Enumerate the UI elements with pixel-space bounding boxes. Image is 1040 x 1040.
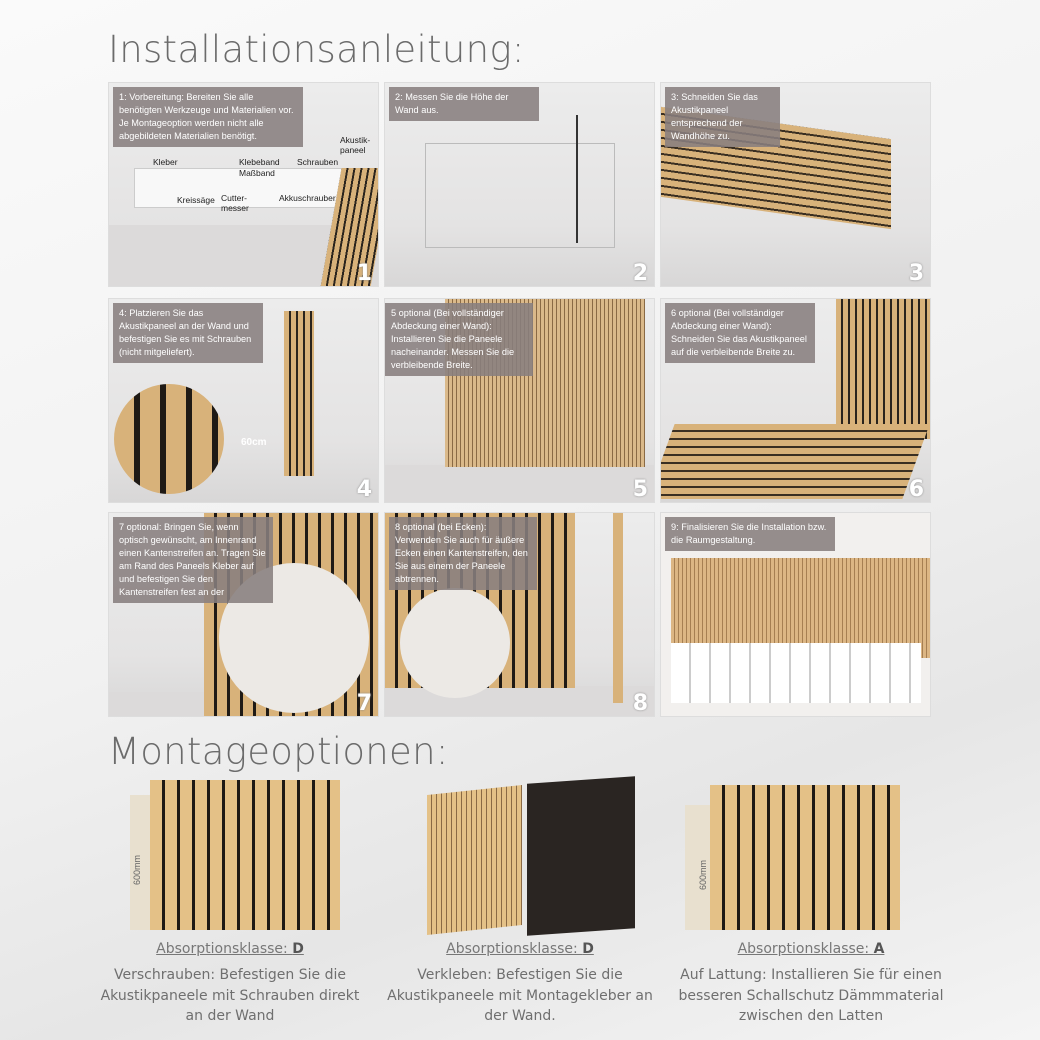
step-9-panel: 9: Finalisieren Sie die Installation bzw… <box>660 512 931 717</box>
class-label: Absorptionsklasse: <box>737 941 874 957</box>
dining-table <box>671 643 921 703</box>
class-value: A <box>873 941 885 957</box>
option-2-class: Absorptionsklasse: D <box>370 941 670 957</box>
step-5-panel: 5 optional (Bei vollständiger Abdeckung … <box>384 298 655 503</box>
step-caption: 6 optional (Bei vollständiger Abdeckung … <box>665 303 815 363</box>
detail-circle <box>400 588 510 698</box>
adhesive-back <box>527 776 635 936</box>
measure-label: 600mm <box>132 854 143 886</box>
label-cuttermesser: Cutter-messer <box>221 193 249 213</box>
step-number: 3 <box>908 261 924 286</box>
step-caption: 4: Platzieren Sie das Akustikpaneel an d… <box>113 303 263 363</box>
step-2-panel: 2: Messen Sie die Höhe der Wand aus. 2 <box>384 82 655 287</box>
label-klebeband: Klebeband <box>239 157 280 167</box>
label-kleber: Kleber <box>153 157 178 167</box>
panel-on-floor <box>661 424 930 499</box>
label-kreissaege: Kreissäge <box>177 195 215 205</box>
option-2-desc: Verkleben: Befestigen Sie die Akustikpan… <box>387 967 653 1024</box>
option-screw-image: 600mm <box>120 775 340 933</box>
class-value: D <box>582 941 594 957</box>
measure-label: 600mm <box>698 859 709 891</box>
class-value: D <box>292 941 304 957</box>
step-caption: 9: Finalisieren Sie die Installation bzw… <box>665 517 835 551</box>
option-glue-image <box>405 775 635 936</box>
step-6-panel: 6 optional (Bei vollständiger Abdeckung … <box>660 298 931 503</box>
step-caption: 7 optional: Bringen Sie, wenn optisch ge… <box>113 517 273 603</box>
step-number: 8 <box>632 691 648 716</box>
step-4-panel: 60cm 4: Platzieren Sie das Akustikpaneel… <box>108 298 379 503</box>
step-number: 5 <box>632 477 648 502</box>
step-caption: 5 optional (Bei vollständiger Abdeckung … <box>385 303 533 376</box>
option-battens-image: 600mm <box>680 775 900 933</box>
installed-panels <box>836 299 930 439</box>
step-number: 2 <box>632 261 648 286</box>
height-arrow <box>576 115 578 243</box>
step-7-panel: 7 optional: Bringen Sie, wenn optisch ge… <box>108 512 379 717</box>
step-8-panel: 8 optional (bei Ecken): Verwenden Sie au… <box>384 512 655 717</box>
step-caption: 2: Messen Sie die Höhe der Wand aus. <box>389 87 539 121</box>
detail-circle <box>114 384 224 494</box>
options-title: Montageoptionen: <box>108 730 449 773</box>
option-1-class: Absorptionsklasse: D <box>80 941 380 957</box>
label-schrauben: Schrauben <box>297 157 339 167</box>
acoustic-panel-image <box>284 311 314 476</box>
step-3-panel: 3: Schneiden Sie das Akustikpaneel entsp… <box>660 82 931 287</box>
class-label: Absorptionsklasse: <box>156 941 293 957</box>
option-3-desc: Auf Lattung: Installieren Sie für einen … <box>678 967 944 1024</box>
page-title: Installationsanleitung: <box>108 28 525 71</box>
option-3-class: Absorptionsklasse: A <box>661 941 961 957</box>
wall-outline <box>425 143 615 248</box>
step-number: 6 <box>908 477 924 502</box>
step-number: 4 <box>356 477 372 502</box>
label-akustikpaneel: Akustik-paneel <box>340 135 371 155</box>
step-1-panel: 1: Vorbereitung: Bereiten Sie alle benöt… <box>108 82 379 287</box>
step-caption: 3: Schneiden Sie das Akustikpaneel entsp… <box>665 87 780 147</box>
label-massband: Maßband <box>239 168 275 178</box>
edge-strip <box>613 513 623 703</box>
measure-label: 60cm <box>241 437 267 448</box>
step-caption: 8 optional (bei Ecken): Verwenden Sie au… <box>389 517 537 590</box>
option-1-desc: Verschrauben: Befestigen Sie die Akustik… <box>100 967 360 1024</box>
class-label: Absorptionsklasse: <box>446 941 583 957</box>
step-number: 7 <box>356 691 372 716</box>
finished-wall <box>671 558 930 658</box>
label-akkuschrauber: Akkuschrauber <box>279 193 336 203</box>
table <box>134 168 344 208</box>
step-caption: 1: Vorbereitung: Bereiten Sie alle benöt… <box>113 87 303 147</box>
step-number: 1 <box>356 261 372 286</box>
